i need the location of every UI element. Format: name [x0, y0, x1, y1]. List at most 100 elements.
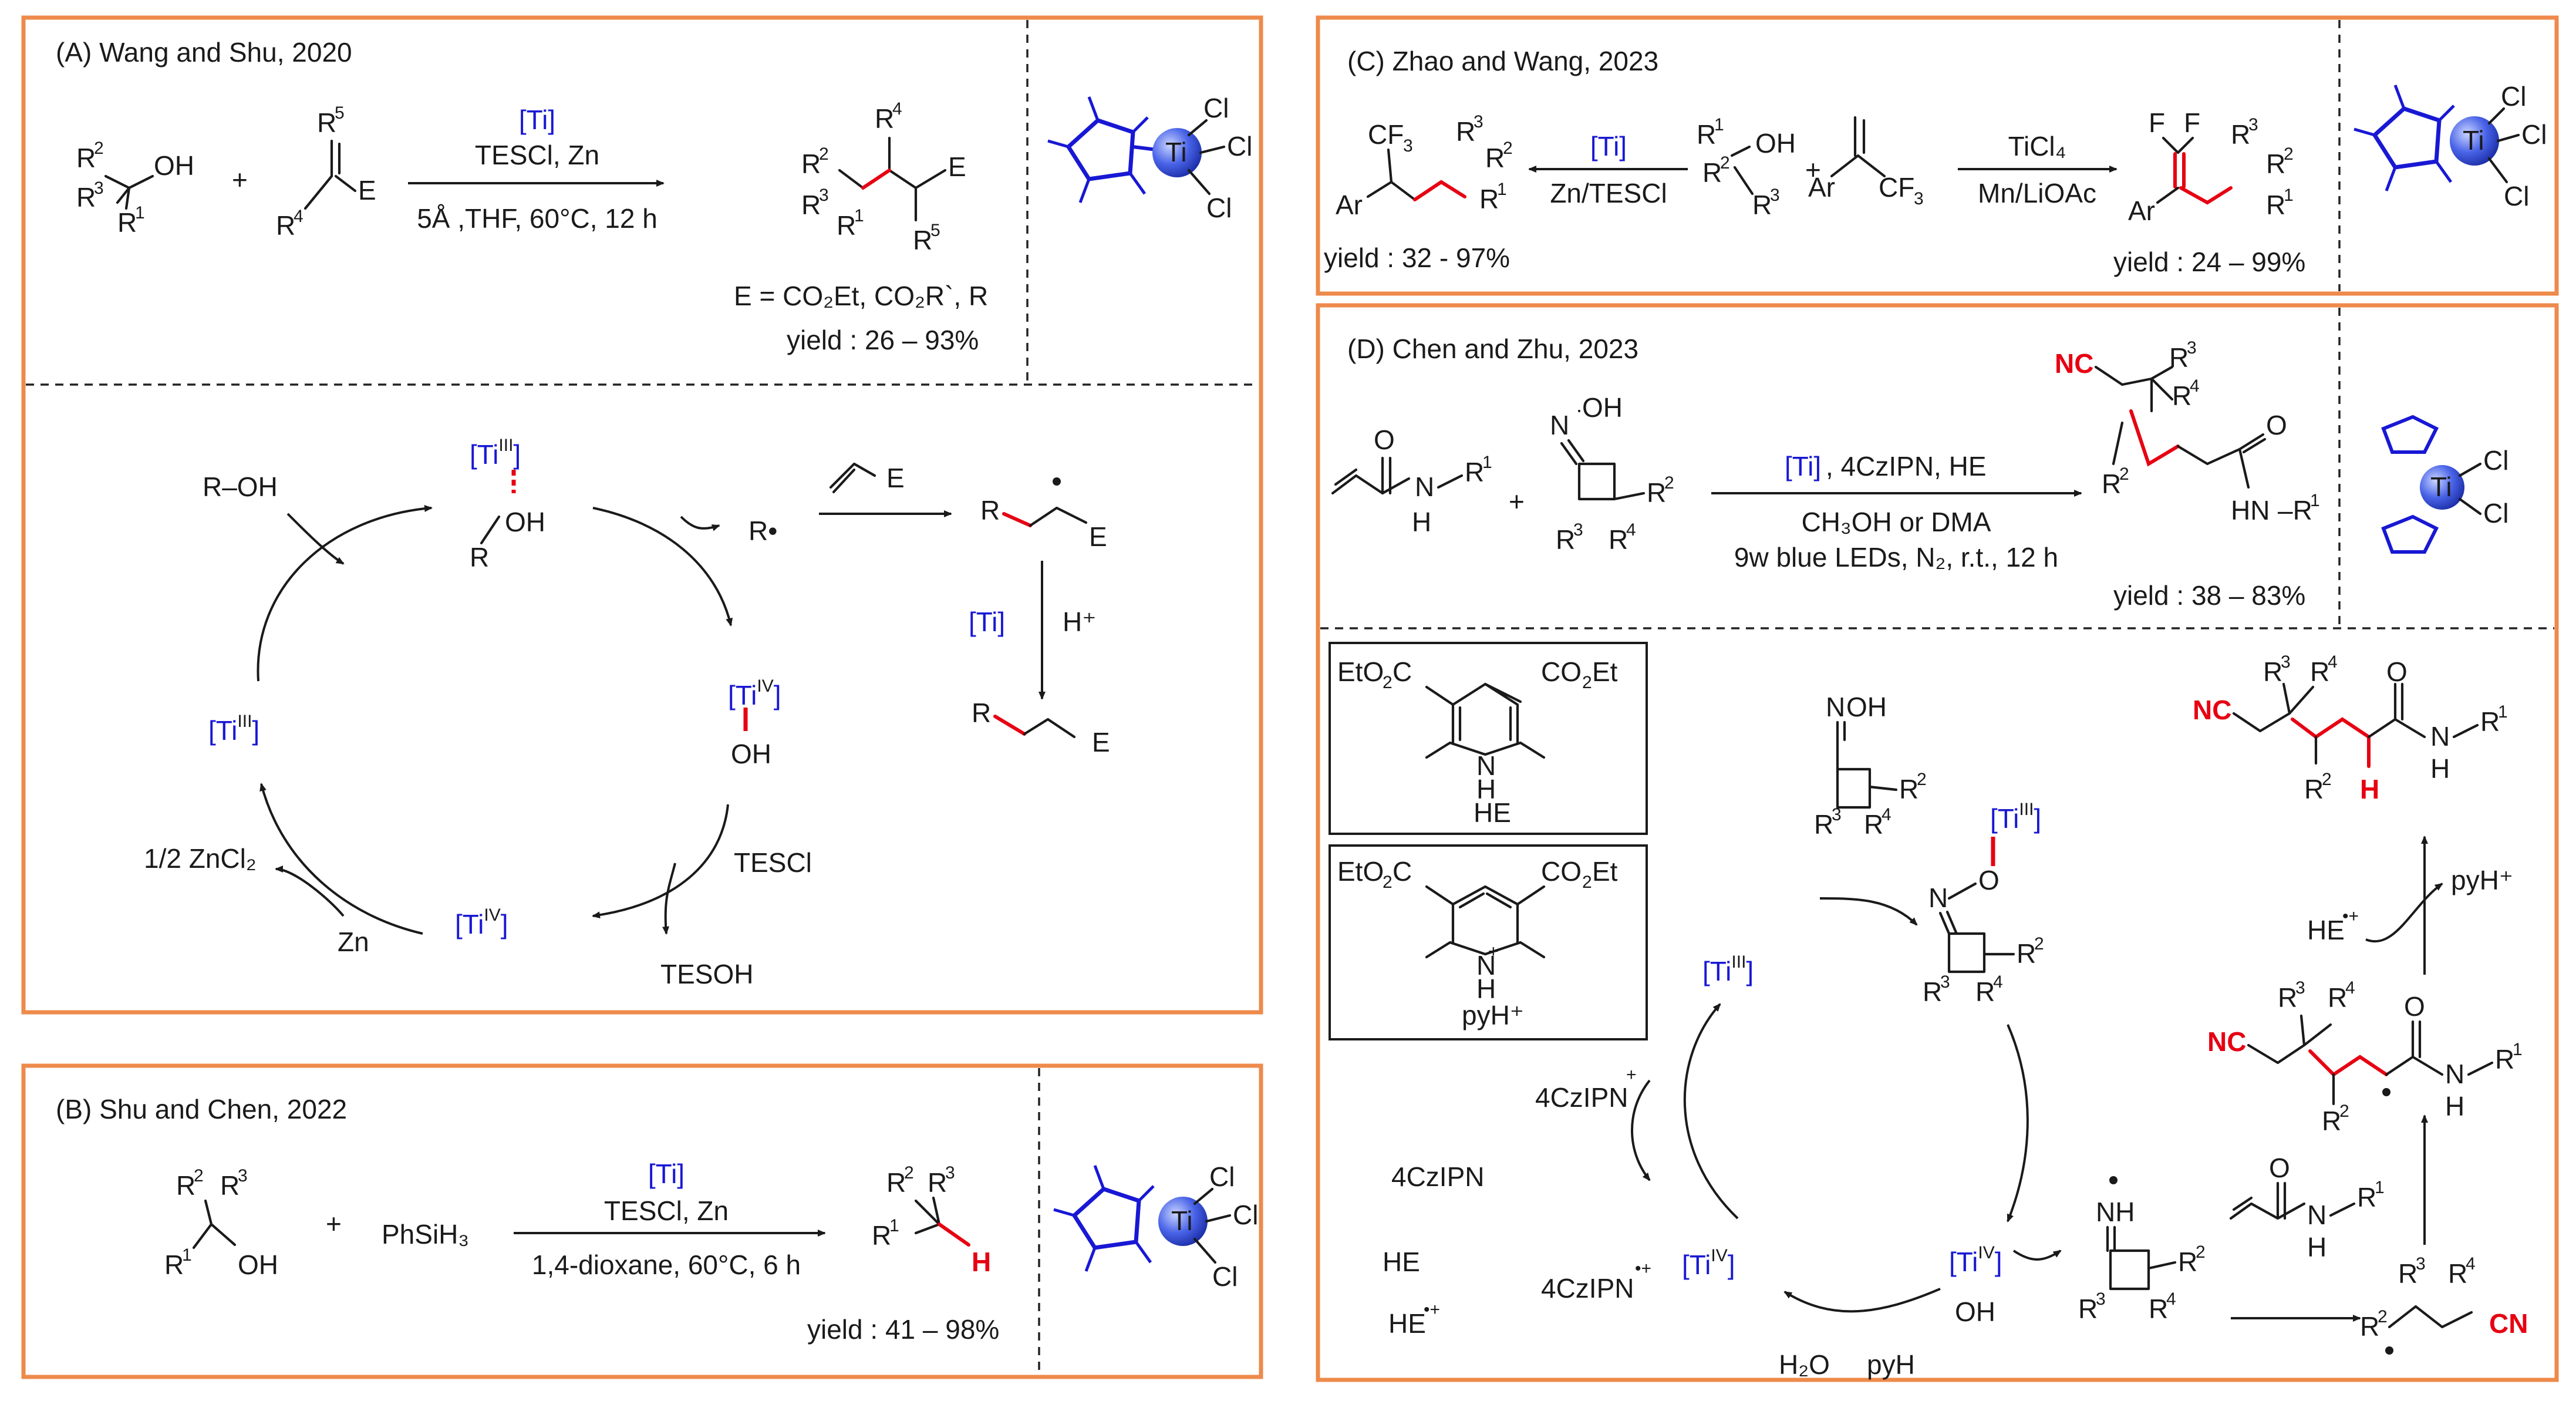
- svg-text:R: R: [176, 1170, 195, 1201]
- panel-c: (C) Zhao and Wang, 2023 CF3 Ar R3 R2 R1 …: [1316, 15, 2559, 296]
- svg-text:R: R: [2078, 1294, 2098, 1324]
- svg-text:1: 1: [1482, 453, 1492, 472]
- cycle-d-he: HE: [1383, 1247, 1420, 1277]
- svg-text:R: R: [220, 1170, 240, 1201]
- panel-a-cycle: R–OH [TiIII] OH R R• [TiIV] OH [TiIII] […: [144, 436, 1110, 989]
- svg-text:+: +: [1626, 1065, 1637, 1085]
- svg-text:R: R: [1485, 143, 1505, 173]
- panel-d: (D) Chen and Zhu, 2023 O N H R1 + OH N R…: [1316, 303, 2559, 1382]
- panel-c-yield-left: yield : 32 - 97%: [1324, 243, 1510, 273]
- svg-text:H: H: [2307, 1232, 2327, 1262]
- svg-text:CF: CF: [1879, 172, 1914, 203]
- cycle-a-tesoh: TESOH: [660, 959, 753, 989]
- svg-text:2: 2: [2196, 1242, 2206, 1262]
- panel-d-reagent-rest: , 4CzIPN, HE: [1826, 451, 1987, 481]
- panel-a: (A) Wang and Shu, 2020 R2 R3 R1 OH + R5 …: [21, 15, 1263, 1015]
- svg-text:CN: CN: [2489, 1308, 2528, 1339]
- svg-text:E: E: [886, 463, 905, 493]
- cycle-d-czipn-plus: 4CzIPN: [1535, 1082, 1628, 1113]
- svg-text:•+: •+: [1424, 1300, 1440, 1319]
- svg-text:3: 3: [2096, 1289, 2106, 1309]
- panel-b-yield: yield : 41 – 98%: [807, 1314, 999, 1345]
- svg-text:Cl: Cl: [2521, 119, 2547, 150]
- svg-text:R: R: [972, 698, 991, 728]
- svg-text:R: R: [801, 149, 821, 179]
- panel-d-mechanism: N OH R2 R3 R4 [TiIII] O N R2 R3 R4 NH R2…: [1383, 652, 2528, 1380]
- svg-text:•+: •+: [1635, 1259, 1651, 1278]
- svg-text:R: R: [2398, 1258, 2417, 1289]
- svg-text:1: 1: [1497, 180, 1507, 199]
- svg-text:Cl: Cl: [1212, 1261, 1238, 1292]
- svg-text:R: R: [2278, 982, 2297, 1013]
- svg-text:EtO: EtO: [1337, 656, 1384, 687]
- svg-text:R: R: [886, 1167, 906, 1198]
- panel-b-alcohol: R2 R3 R1 OH: [164, 1166, 278, 1280]
- panel-a-e-def: E = CO₂Et, CO₂R`, R: [734, 281, 988, 311]
- panel-d-cond1: CH₃OH or DMA: [1802, 507, 1991, 537]
- panel-c-alkene: Ar CF3: [1808, 116, 1924, 208]
- svg-text:R: R: [1456, 116, 1475, 147]
- svg-text:R: R: [872, 1220, 891, 1251]
- cp-titanium-trichloride-icon: Ti Cl Cl Cl: [1053, 1161, 1258, 1292]
- svg-text:•+: •+: [2342, 907, 2359, 926]
- panel-a-reagent: TESCl, Zn: [475, 140, 599, 170]
- cycle-a-roh: R–OH: [203, 472, 278, 502]
- panel-b-product: R2 R3 R1 H: [872, 1163, 991, 1277]
- cycle-d-pyh: pyH: [1867, 1349, 1915, 1380]
- svg-text:R: R: [1479, 184, 1499, 214]
- svg-text:4: 4: [1993, 972, 2003, 992]
- panel-a-product: R4 R2 R3 R1 E R5: [801, 99, 966, 255]
- svg-text:R: R: [1647, 477, 1666, 508]
- svg-text:Ar: Ar: [1808, 172, 1835, 203]
- panel-d-border: [1316, 303, 2559, 1382]
- svg-text:R: R: [2149, 1294, 2168, 1324]
- panel-c-right-reagent: TiCl₄: [2008, 131, 2066, 161]
- svg-text:5: 5: [335, 103, 345, 123]
- svg-text:3: 3: [2295, 978, 2305, 998]
- panel-b-silane: PhSiH₃: [382, 1219, 469, 1250]
- svg-text:C: C: [1392, 656, 1412, 687]
- panel-c-left-ti: [Ti]: [1590, 131, 1627, 161]
- cp-titanium-trichloride-icon: Ti Cl Cl Cl: [1047, 93, 1252, 223]
- svg-text:O: O: [2386, 656, 2408, 687]
- svg-text:2: 2: [1582, 673, 1592, 692]
- svg-text:R: R: [2266, 190, 2285, 220]
- svg-text:E: E: [1089, 521, 1107, 552]
- svg-text:OH: OH: [505, 507, 545, 537]
- panel-b-border: [21, 1063, 1263, 1379]
- panel-d-title: (D) Chen and Zhu, 2023: [1347, 334, 1638, 364]
- svg-text:N: N: [1550, 410, 1569, 440]
- svg-text:4: 4: [2345, 978, 2355, 998]
- svg-text:O: O: [1978, 865, 2000, 895]
- svg-text:3: 3: [2416, 1254, 2426, 1274]
- cycle-a-ti3-top: [TiIII]: [470, 436, 521, 470]
- svg-text:R: R: [913, 225, 932, 255]
- svg-text:3: 3: [2281, 652, 2291, 672]
- svg-text:R: R: [837, 210, 856, 241]
- svg-text:N: N: [2430, 721, 2450, 752]
- panel-d-ti-reagent: [Ti]: [1785, 451, 1821, 481]
- svg-text:O: O: [2404, 991, 2425, 1022]
- svg-text:4: 4: [2328, 652, 2338, 672]
- svg-text:2: 2: [904, 1163, 914, 1183]
- svg-text:4: 4: [2466, 1254, 2476, 1274]
- svg-text:O: O: [1374, 425, 1395, 455]
- svg-text:Et: Et: [1592, 656, 1618, 687]
- svg-text:R: R: [1899, 774, 1918, 804]
- svg-text:2: 2: [1383, 673, 1392, 692]
- svg-text:NC: NC: [2055, 348, 2093, 379]
- svg-text:R: R: [875, 103, 894, 134]
- svg-text:1: 1: [2498, 702, 2508, 722]
- panel-a-alkene: R5 E R4: [276, 103, 376, 241]
- svg-text:R: R: [2102, 469, 2121, 499]
- panel-c-left-product: CF3 Ar R3 R2 R1: [1336, 112, 1513, 220]
- panel-d-product: NC R3 R4 R2 O HN –R1: [2055, 338, 2320, 526]
- svg-text:CO: CO: [1541, 656, 1582, 687]
- svg-text:1: 1: [2513, 1040, 2523, 1059]
- svg-text:H: H: [2430, 753, 2450, 784]
- svg-text:R: R: [2495, 1044, 2514, 1075]
- svg-text:2: 2: [194, 1166, 204, 1186]
- svg-text:OH: OH: [731, 739, 771, 769]
- svg-text:R: R: [76, 182, 96, 213]
